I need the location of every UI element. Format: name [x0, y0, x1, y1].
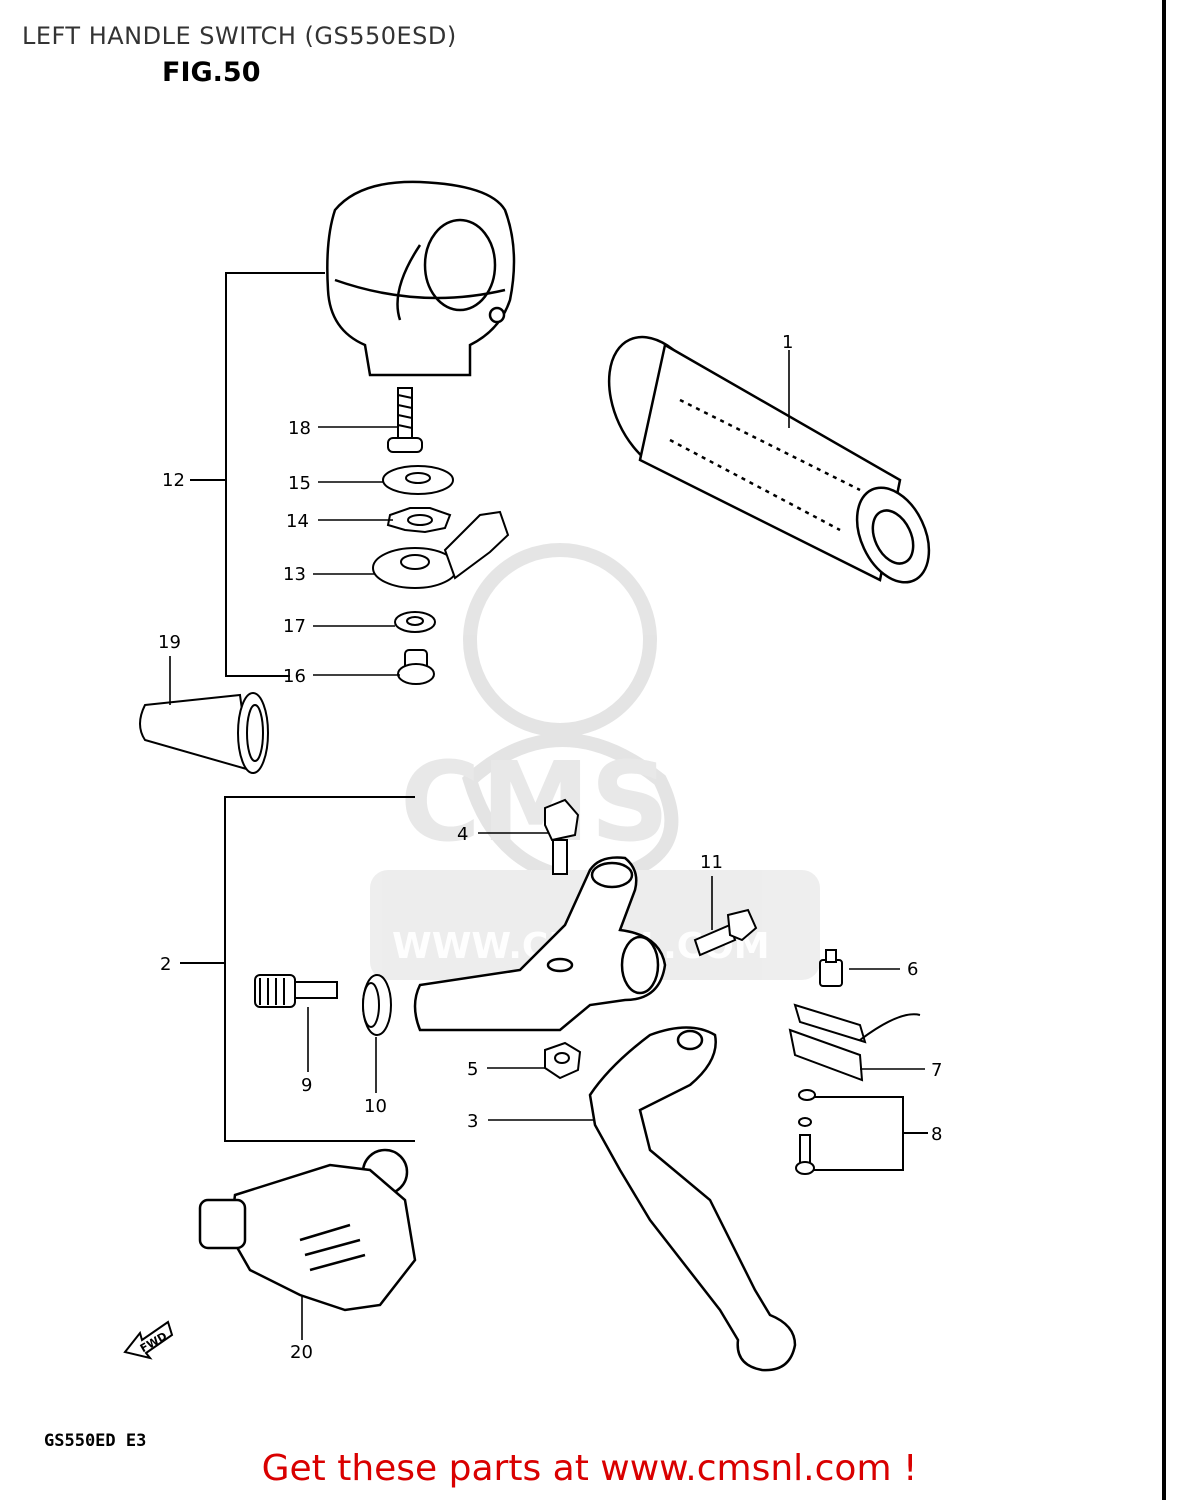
- callout-17: 17: [283, 616, 306, 637]
- bracket-12: [190, 272, 325, 677]
- screw-16-part: [397, 649, 435, 685]
- callout-16: 16: [283, 666, 306, 687]
- callout-4: 4: [457, 824, 468, 845]
- callout-3: 3: [467, 1111, 478, 1132]
- callout-18: 18: [288, 418, 311, 439]
- figure-label: FIG.50: [162, 57, 261, 88]
- callout-9: 9: [301, 1075, 312, 1096]
- lock-washer-14-part: [386, 507, 452, 534]
- callout-14: 14: [286, 511, 309, 532]
- model-code: GS550ED E3: [44, 1431, 147, 1451]
- washer-17-part: [394, 611, 436, 633]
- nut-5-part: [544, 1041, 582, 1080]
- bar-end-19-part: [139, 692, 269, 774]
- parts-link-banner[interactable]: Get these parts at www.cmsnl.com !: [261, 1448, 918, 1489]
- washer-15-part: [382, 465, 454, 495]
- callout-7: 7: [931, 1060, 942, 1081]
- bracket-2: [180, 796, 415, 1142]
- callout-13: 13: [283, 564, 306, 585]
- callout-1: 1: [782, 332, 793, 353]
- bolt-4-part: [544, 798, 580, 875]
- callout-5: 5: [467, 1059, 478, 1080]
- adjuster-9-part: [254, 974, 338, 1008]
- callout-11: 11: [700, 852, 723, 873]
- switch-housing-part: [326, 180, 516, 377]
- callout-20: 20: [290, 1342, 313, 1363]
- screw-8-part: [795, 1089, 816, 1175]
- callout-6: 6: [907, 959, 918, 980]
- locknut-10-part: [362, 974, 392, 1036]
- clutch-switch-7-part: [788, 1003, 921, 1082]
- svg-text:CMS: CMS: [400, 738, 669, 866]
- lever-holder-part: [413, 856, 667, 1032]
- switch-assembly-20-part: [198, 1148, 417, 1312]
- callout-10: 10: [364, 1096, 387, 1117]
- fwd-arrow-icon: [123, 1320, 174, 1360]
- choke-lever-13-part: [372, 510, 510, 589]
- switch-plug-6-part: [819, 949, 843, 987]
- page-border-line: [1162, 0, 1166, 1500]
- bracket-8: [810, 1096, 928, 1171]
- clutch-lever-3-part: [588, 1026, 797, 1372]
- callout-15: 15: [288, 473, 311, 494]
- handlebar-grip-1-part: [607, 335, 931, 584]
- callout-2: 2: [160, 954, 171, 975]
- callout-12: 12: [162, 470, 185, 491]
- page-title: LEFT HANDLE SWITCH (GS550ESD): [22, 22, 457, 50]
- bolt-11-part: [693, 908, 758, 957]
- screw-18-part: [387, 387, 423, 453]
- callout-8: 8: [931, 1124, 942, 1145]
- callout-19: 19: [158, 632, 181, 653]
- leader-lines: [169, 350, 925, 1340]
